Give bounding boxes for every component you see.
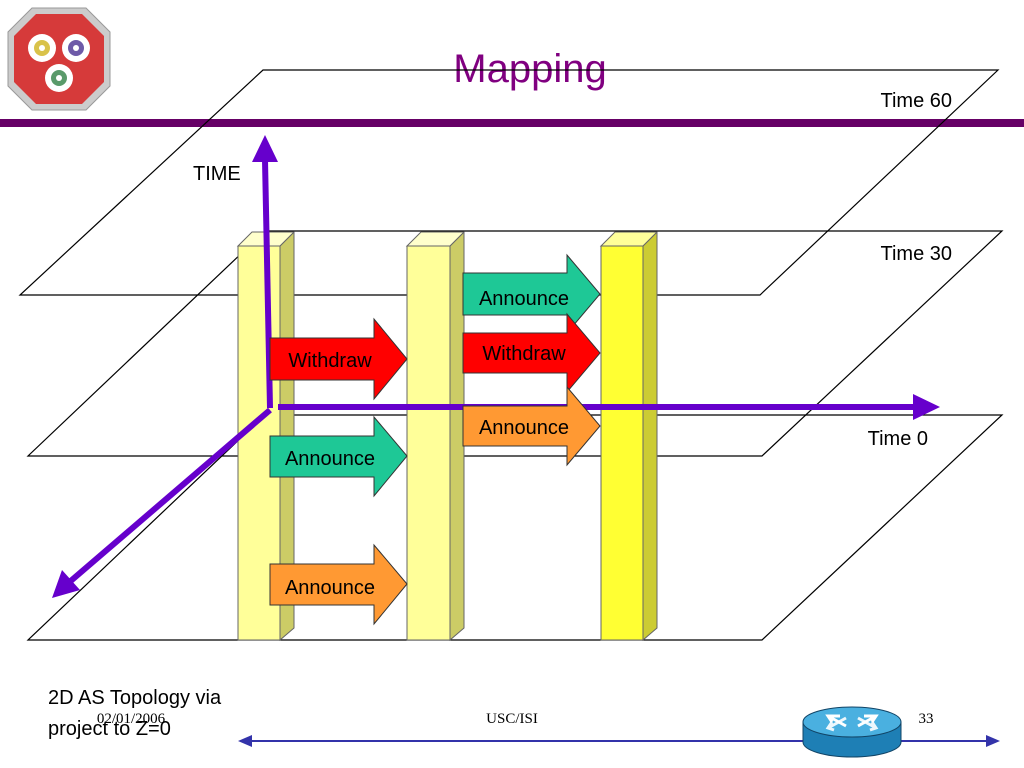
announce-arrow-green-bottom: Announce bbox=[269, 415, 408, 498]
footer-page-number: 33 bbox=[919, 711, 934, 727]
svg-text:Announce: Announce bbox=[285, 577, 375, 599]
time-axis-label: TIME bbox=[193, 163, 241, 185]
footer-date: 02/01/2006 bbox=[97, 711, 166, 727]
svg-text:Announce: Announce bbox=[479, 288, 569, 310]
plane-label-time-0: Time 0 bbox=[868, 428, 928, 450]
plane-label-time-30: Time 30 bbox=[880, 243, 952, 265]
y-axis bbox=[52, 407, 272, 598]
withdraw-arrow-left: Withdraw bbox=[269, 317, 408, 401]
plane-time-0 bbox=[26, 414, 1004, 641]
svg-text:Announce: Announce bbox=[479, 417, 569, 439]
svg-text:Withdraw: Withdraw bbox=[288, 350, 372, 372]
footer-org: USC/ISI bbox=[486, 711, 538, 727]
caption-line-1: 2D AS Topology via bbox=[48, 687, 222, 709]
time-axis bbox=[252, 135, 278, 409]
svg-text:Announce: Announce bbox=[285, 448, 375, 470]
announce-arrow-top: Announce bbox=[462, 253, 601, 335]
x-axis bbox=[278, 394, 940, 420]
pillar-3 bbox=[599, 230, 659, 642]
announce-arrow-orange-bottom: Announce bbox=[269, 543, 408, 626]
withdraw-arrow-right: Withdraw bbox=[462, 312, 601, 394]
announce-arrow-orange-middle: Announce bbox=[462, 385, 601, 467]
caption-line-2: project to Z=0 bbox=[48, 718, 171, 740]
router-icon bbox=[802, 706, 902, 758]
svg-text:Withdraw: Withdraw bbox=[482, 343, 566, 365]
pillar-2 bbox=[405, 230, 466, 642]
title-rule bbox=[0, 119, 1024, 127]
plane-label-time-60: Time 60 bbox=[880, 90, 952, 112]
slide-title: Mapping bbox=[453, 47, 606, 91]
logo-octagon-icon bbox=[7, 7, 111, 111]
plane-time-30 bbox=[26, 230, 1004, 457]
plane-time-60 bbox=[18, 69, 1000, 296]
